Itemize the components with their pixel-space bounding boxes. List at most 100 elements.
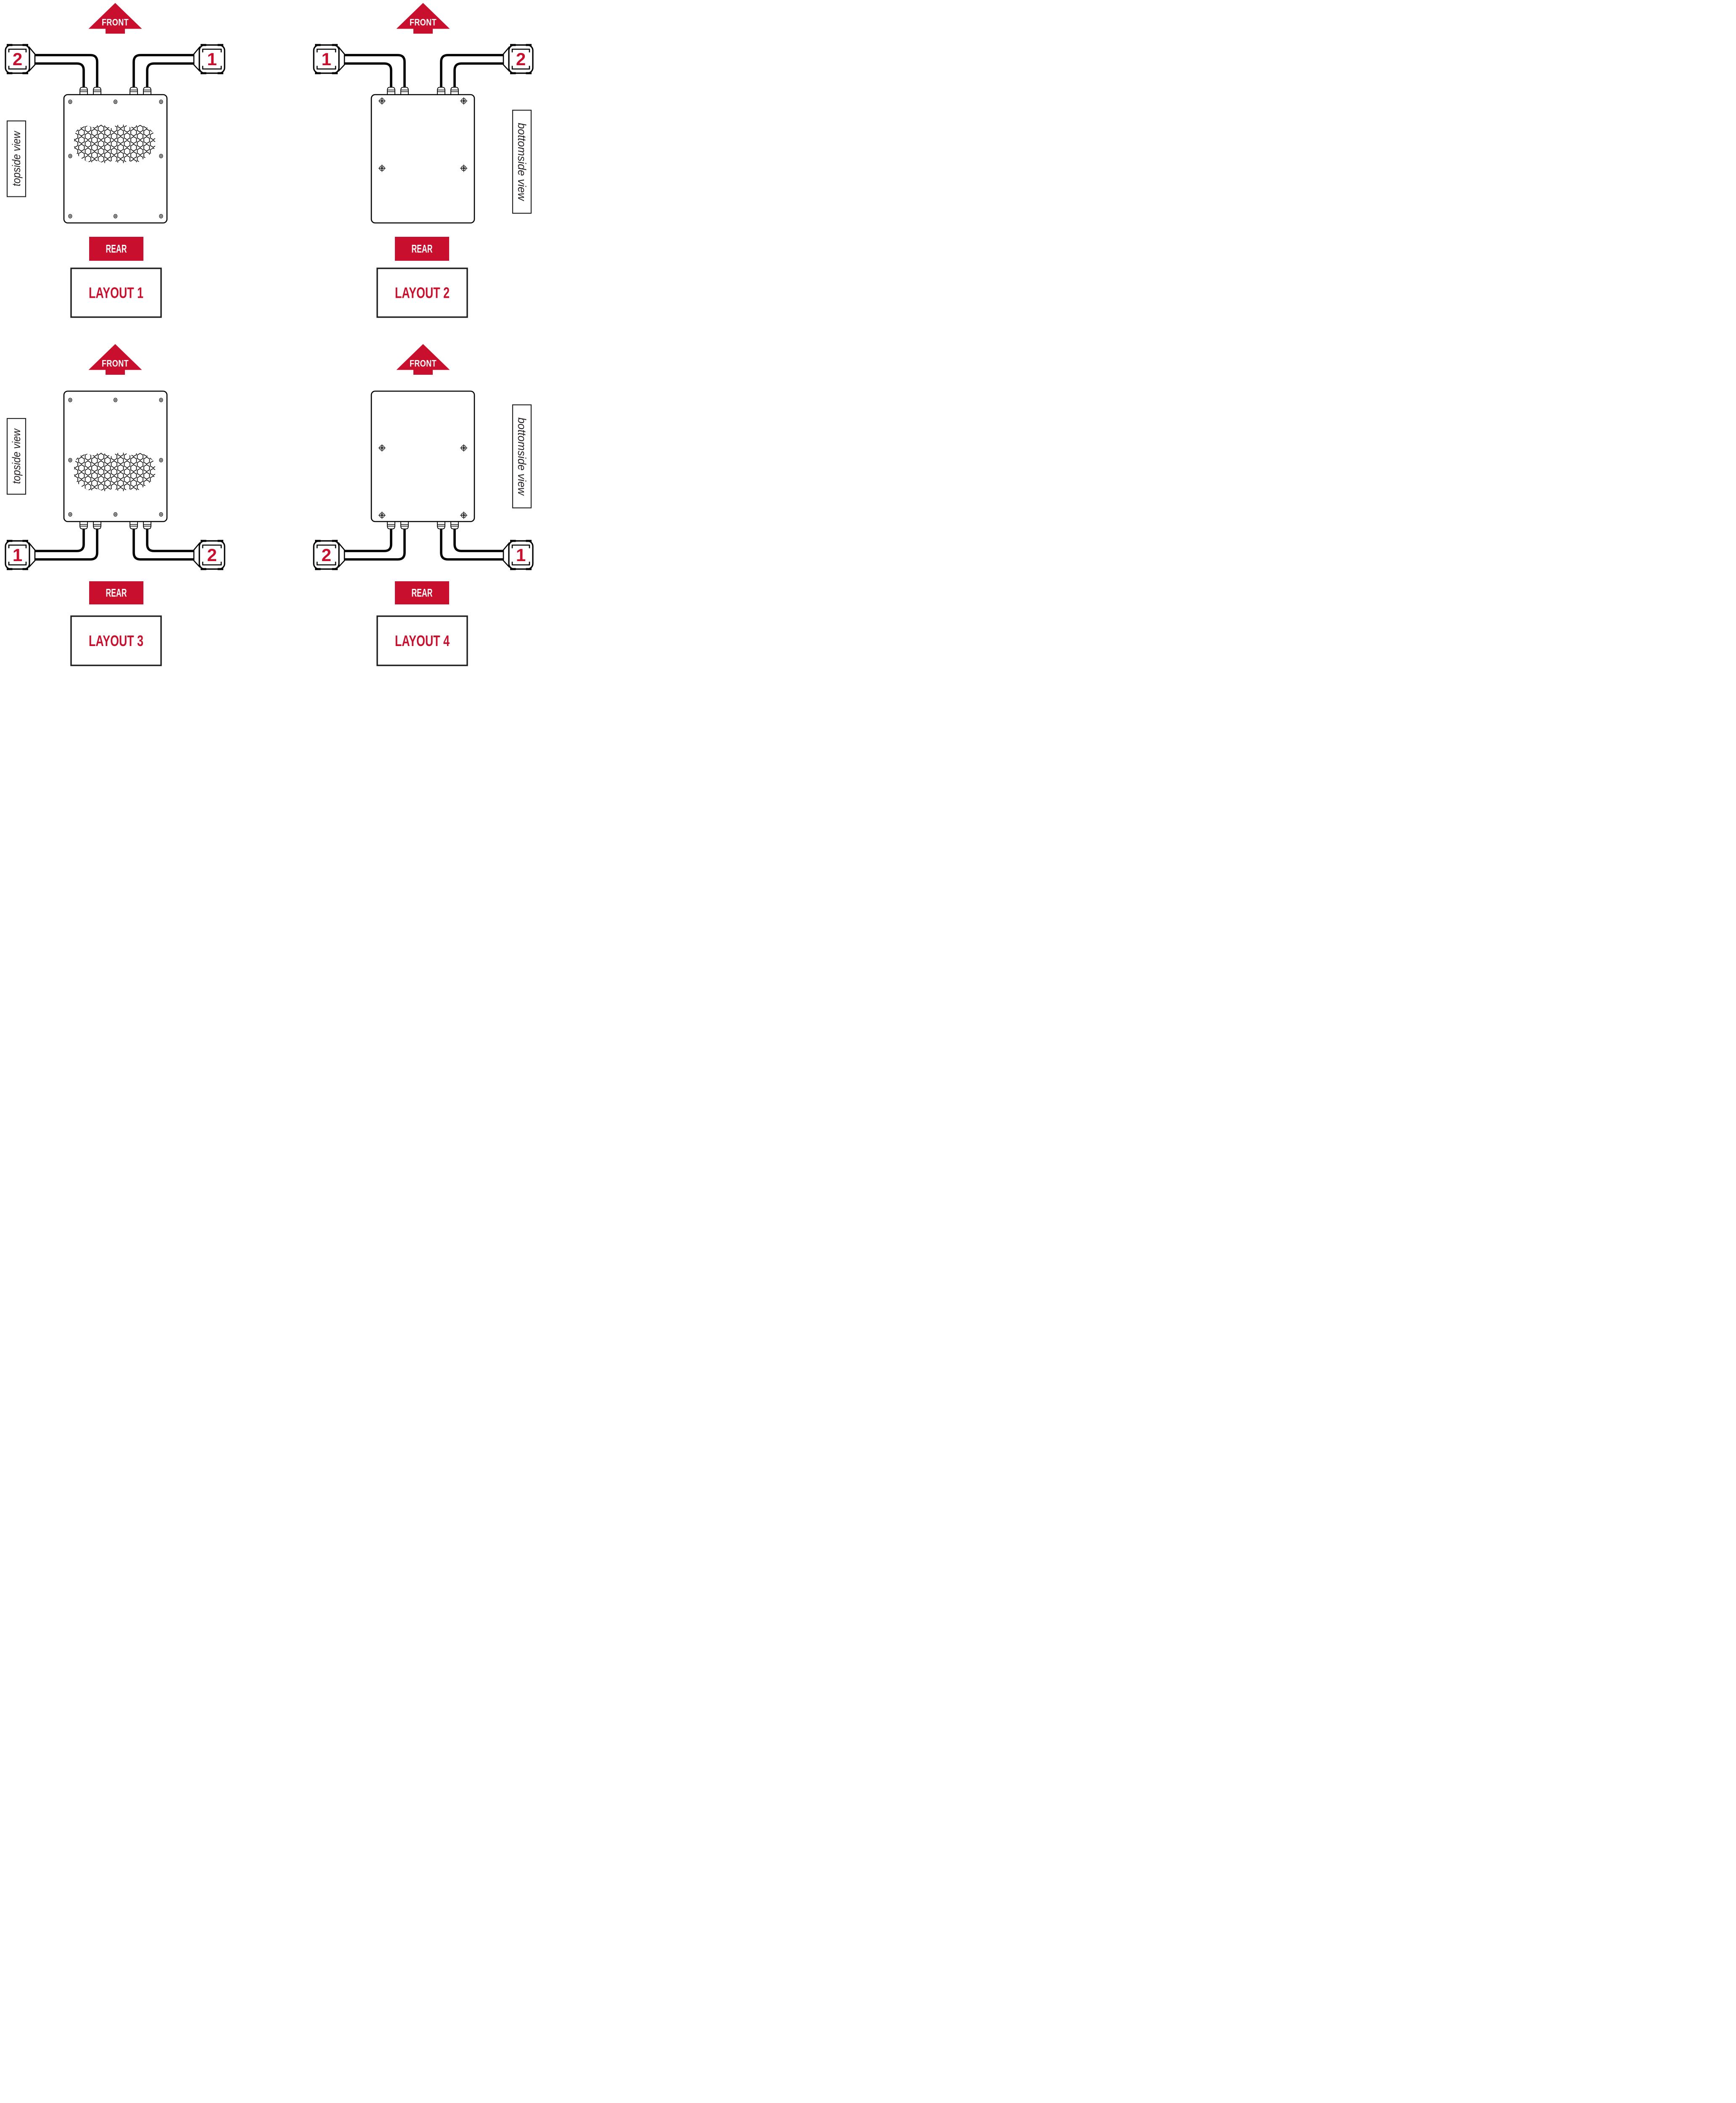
cable-gland bbox=[130, 521, 138, 530]
view-label-box bbox=[6, 120, 26, 197]
front-arrow-icon bbox=[396, 344, 450, 375]
connector-number-left: 2 bbox=[13, 49, 22, 69]
diagram-page: FRONT 2 1 topside view REAR LAYOUT 1 FRO… bbox=[0, 0, 538, 666]
cable bbox=[440, 54, 503, 89]
connector-left bbox=[5, 540, 36, 570]
view-label-box bbox=[512, 109, 532, 214]
cable bbox=[35, 62, 85, 89]
cable-gland bbox=[437, 87, 445, 95]
screw-icon bbox=[68, 99, 72, 104]
crosshair-icon bbox=[378, 97, 386, 105]
connector-number-left: 1 bbox=[13, 545, 22, 565]
cable bbox=[132, 54, 194, 89]
front-arrow-icon bbox=[88, 3, 142, 34]
cable bbox=[344, 54, 406, 89]
screw-icon bbox=[113, 397, 118, 403]
connector-body bbox=[313, 44, 340, 74]
view-label: bottomside view bbox=[516, 123, 528, 201]
cable-gland bbox=[437, 521, 445, 530]
screw-icon bbox=[113, 214, 118, 219]
screw-icon bbox=[68, 154, 72, 159]
cable-gland bbox=[93, 87, 101, 95]
diagram-graphics bbox=[5, 3, 225, 224]
layout-3-diagram: FRONT 1 2 topside view REAR LAYOUT 3 bbox=[5, 344, 225, 666]
layout-2-diagram: FRONT 1 2 bottomside view REAR LAYOUT 2 bbox=[313, 3, 534, 318]
layout-title-box bbox=[376, 615, 468, 666]
screw-icon bbox=[68, 214, 72, 219]
cable-gland bbox=[400, 521, 409, 530]
rear-badge bbox=[89, 581, 143, 604]
screw-icon bbox=[159, 214, 163, 219]
rear-label: REAR bbox=[412, 587, 433, 599]
device-box bbox=[370, 94, 475, 224]
layout-title: LAYOUT 1 bbox=[89, 284, 143, 302]
layout-4-panel: FRONT 2 1 bottomside view REAR LAYOUT 4 bbox=[269, 333, 538, 666]
cable-gland bbox=[400, 87, 409, 95]
screw-icon bbox=[113, 512, 118, 517]
layout-4-diagram: FRONT 2 1 bottomside view REAR LAYOUT 4 bbox=[313, 344, 534, 666]
cable bbox=[35, 523, 98, 561]
cable-gland bbox=[387, 521, 395, 530]
connector-body bbox=[5, 44, 30, 74]
connector-number-left: 1 bbox=[321, 49, 331, 69]
connector-body bbox=[5, 540, 30, 570]
connector-number-right: 2 bbox=[516, 49, 526, 69]
connector-number-left: 2 bbox=[321, 545, 331, 565]
rear-badge bbox=[89, 237, 143, 261]
connector-body bbox=[508, 540, 534, 570]
rear-badge bbox=[395, 237, 449, 261]
diagram-graphics bbox=[313, 344, 534, 570]
cable-gland bbox=[450, 521, 459, 530]
front-arrow-icon bbox=[88, 344, 142, 375]
front-label: FRONT bbox=[102, 358, 129, 369]
cable bbox=[35, 523, 85, 552]
crosshair-icon bbox=[460, 444, 468, 452]
connector-number-right: 1 bbox=[207, 49, 217, 69]
screw-icon bbox=[159, 154, 163, 159]
vent-grille-icon bbox=[74, 452, 155, 491]
connector-left bbox=[5, 44, 36, 74]
layout-title-box bbox=[70, 615, 162, 666]
connector-right bbox=[193, 44, 225, 74]
cable bbox=[440, 523, 503, 561]
connector-left bbox=[313, 540, 345, 570]
diagram-graphics bbox=[313, 3, 534, 224]
crosshair-icon bbox=[378, 444, 386, 452]
layout-title-box bbox=[70, 268, 162, 318]
layout-title: LAYOUT 4 bbox=[395, 632, 450, 649]
cable bbox=[35, 54, 98, 89]
cable-gland bbox=[143, 87, 151, 95]
connector-body bbox=[198, 540, 225, 570]
view-label: bottomside view bbox=[516, 418, 528, 496]
connector-body bbox=[508, 44, 534, 74]
cable-gland bbox=[130, 87, 138, 95]
cable bbox=[344, 523, 406, 561]
view-label: topside view bbox=[10, 131, 23, 186]
screw-icon bbox=[68, 458, 72, 463]
screw-icon bbox=[159, 512, 163, 517]
vent-grille-icon bbox=[74, 124, 155, 163]
connector-right bbox=[503, 540, 534, 570]
connector-number-right: 2 bbox=[207, 545, 217, 565]
device-box bbox=[370, 390, 475, 522]
cable-gland bbox=[79, 521, 88, 530]
screw-icon bbox=[68, 512, 72, 517]
layout-2-panel: FRONT 1 2 bottomside view REAR LAYOUT 2 bbox=[269, 0, 538, 333]
cable-gland bbox=[143, 521, 151, 530]
view-label-box bbox=[512, 404, 532, 509]
screw-icon bbox=[68, 397, 72, 403]
cable bbox=[344, 62, 392, 89]
diagram-graphics bbox=[5, 344, 225, 570]
screw-icon bbox=[159, 458, 163, 463]
screw-icon bbox=[159, 397, 163, 403]
connector-number-right: 1 bbox=[516, 545, 526, 565]
rear-label: REAR bbox=[106, 587, 127, 599]
rear-label: REAR bbox=[412, 243, 433, 255]
connector-right bbox=[193, 540, 225, 570]
crosshair-icon bbox=[460, 164, 468, 172]
crosshair-icon bbox=[378, 511, 386, 519]
view-label-box bbox=[6, 418, 26, 495]
rear-badge bbox=[395, 581, 449, 604]
cable bbox=[453, 62, 503, 89]
connector-right bbox=[503, 44, 534, 74]
